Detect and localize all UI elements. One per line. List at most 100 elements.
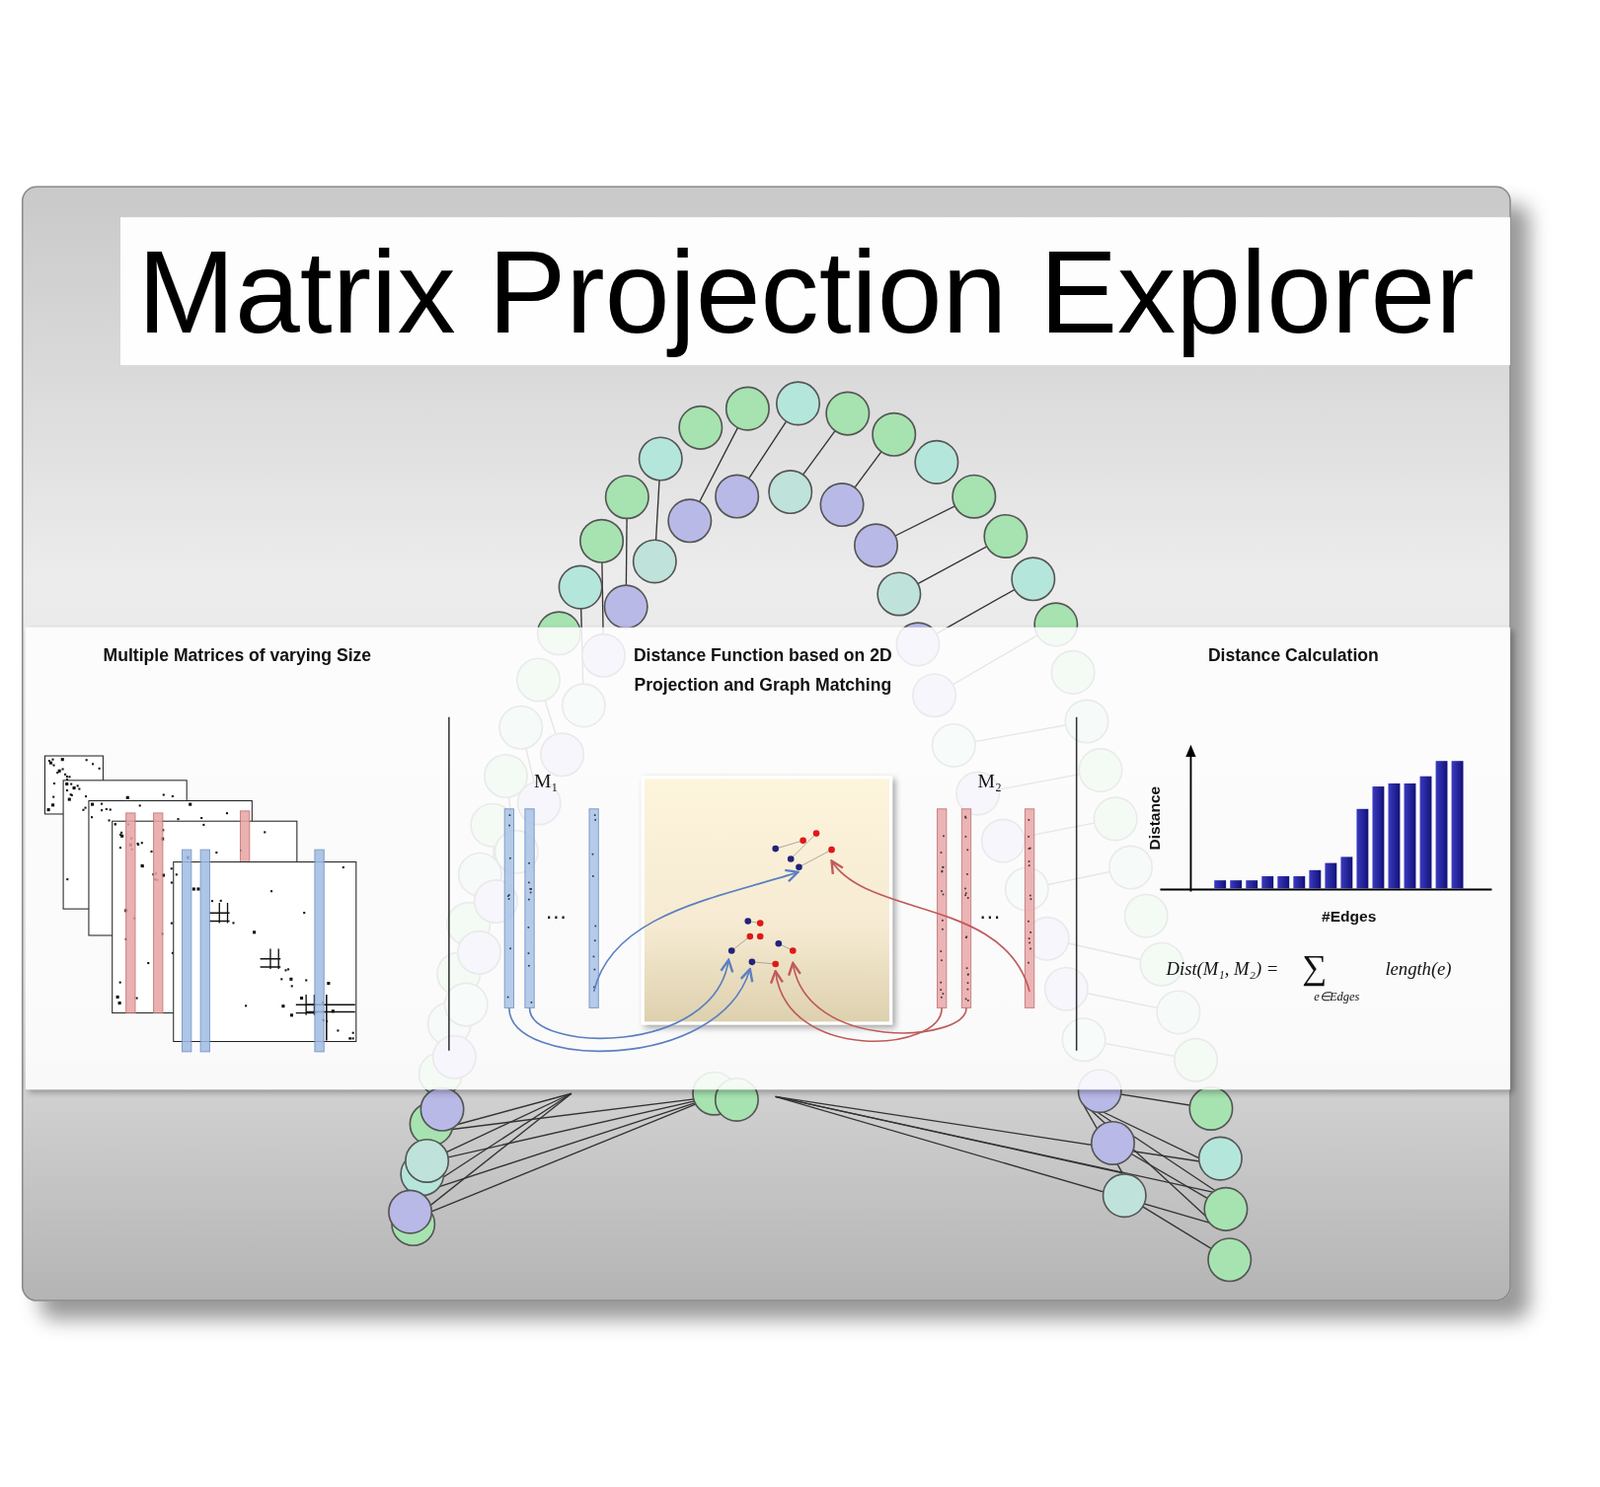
match-line bbox=[731, 936, 751, 951]
spoke-line bbox=[775, 1096, 1216, 1224]
section-heading: Multiple Matrices of varying Size bbox=[43, 640, 432, 671]
formula-part: Dist(M₁, M₂) = bbox=[1166, 958, 1280, 980]
column-cell bbox=[508, 894, 511, 897]
column-cell bbox=[965, 998, 968, 1001]
projected-point bbox=[771, 845, 779, 853]
matrix-cell bbox=[47, 808, 51, 812]
matrix-cell bbox=[73, 786, 77, 790]
match-line bbox=[798, 849, 832, 868]
matrix-cell bbox=[336, 1029, 339, 1032]
section-panel: Multiple Matrices of varying Size bbox=[25, 640, 450, 712]
column-cell bbox=[528, 862, 531, 865]
column-cell bbox=[508, 898, 511, 901]
column-cell bbox=[941, 871, 944, 874]
matrix-cell bbox=[188, 803, 192, 807]
distance-bar bbox=[1371, 786, 1384, 889]
matrix-cell bbox=[352, 1037, 355, 1040]
matrix-cell bbox=[170, 881, 173, 884]
column-bar bbox=[182, 849, 192, 1053]
matrix-pattern bbox=[209, 903, 230, 924]
y-axis bbox=[1190, 753, 1193, 893]
column-bar bbox=[200, 849, 210, 1053]
column-cell bbox=[966, 848, 969, 851]
matrix-cell bbox=[200, 817, 203, 820]
column-cell bbox=[965, 892, 968, 895]
matrix-cell bbox=[281, 1004, 285, 1008]
spoke-line bbox=[775, 1096, 1220, 1194]
distance-bar bbox=[1293, 876, 1305, 889]
node-circle bbox=[1189, 1087, 1232, 1131]
column-cell bbox=[507, 996, 510, 999]
matrix-cell bbox=[304, 979, 307, 982]
node-circle bbox=[604, 585, 647, 628]
matrix-cell bbox=[348, 1037, 351, 1040]
matrix-cell bbox=[119, 834, 122, 837]
distance-bar bbox=[1451, 761, 1464, 889]
node-circle bbox=[606, 475, 649, 519]
page-title: Matrix Projection Explorer bbox=[138, 233, 1475, 351]
column-cell bbox=[967, 974, 970, 977]
matrix-cell bbox=[215, 851, 218, 854]
column-cell bbox=[941, 928, 944, 931]
column-cell bbox=[592, 853, 595, 856]
projection-arrow bbox=[509, 969, 751, 1052]
axis-title: #Edges bbox=[1321, 907, 1376, 925]
axis-title: Distance bbox=[1144, 786, 1163, 851]
column-cell bbox=[939, 950, 942, 953]
matrix-cell bbox=[85, 759, 88, 762]
column-cell bbox=[967, 897, 970, 900]
matrix-cell bbox=[285, 969, 288, 972]
column-cell bbox=[941, 919, 944, 922]
projected-point bbox=[787, 855, 795, 863]
matrix-cell bbox=[56, 771, 59, 774]
column-cell bbox=[509, 857, 512, 860]
column-cell bbox=[967, 982, 970, 985]
node-circle bbox=[1011, 557, 1055, 601]
distance-chart bbox=[1159, 745, 1492, 893]
matrix-cell bbox=[252, 930, 256, 934]
matrix-cell bbox=[65, 782, 69, 786]
column-bar bbox=[589, 809, 599, 1009]
column-cell bbox=[528, 899, 531, 902]
matrix-cell bbox=[98, 767, 101, 770]
column-bar bbox=[153, 813, 163, 1014]
matrix-cell bbox=[81, 809, 84, 812]
matrix-cell bbox=[52, 796, 55, 799]
node-circle bbox=[984, 515, 1027, 558]
column-cell bbox=[1029, 931, 1032, 934]
node-circle bbox=[633, 539, 677, 583]
column-cell bbox=[1027, 920, 1030, 923]
matrix-cell bbox=[53, 782, 56, 785]
matrix-cell bbox=[108, 819, 111, 822]
distance-bar bbox=[1308, 870, 1321, 890]
node-circle bbox=[1208, 1238, 1251, 1282]
column-cell bbox=[1029, 895, 1032, 898]
matrix-cell bbox=[263, 831, 266, 834]
node-circle bbox=[776, 381, 820, 425]
column-cell bbox=[964, 894, 967, 897]
matrix-cell bbox=[62, 767, 65, 770]
projected-point bbox=[774, 940, 782, 948]
column-cell bbox=[528, 965, 531, 968]
matrix-cell bbox=[342, 866, 345, 869]
matrix-cell bbox=[105, 808, 108, 811]
matrix-cell bbox=[202, 824, 205, 827]
matrix-cell bbox=[77, 788, 80, 791]
column-cell bbox=[966, 873, 969, 876]
column-cell bbox=[528, 952, 531, 955]
column-cell bbox=[1027, 962, 1030, 965]
distance-bar bbox=[1340, 856, 1353, 889]
projected-point bbox=[795, 863, 803, 871]
distance-bar bbox=[1245, 880, 1258, 889]
node-circle bbox=[1204, 1188, 1247, 1231]
matrix-cell bbox=[141, 841, 144, 844]
distance-bar bbox=[1387, 783, 1400, 889]
column-cell bbox=[528, 882, 531, 885]
node-circle bbox=[826, 391, 869, 435]
projection-arrow bbox=[594, 872, 799, 992]
matrix-cell bbox=[66, 878, 69, 881]
matrix-cell bbox=[70, 793, 73, 796]
node-circle bbox=[679, 406, 722, 450]
matrix-cell bbox=[211, 900, 214, 903]
matrix-cell bbox=[244, 1004, 247, 1007]
